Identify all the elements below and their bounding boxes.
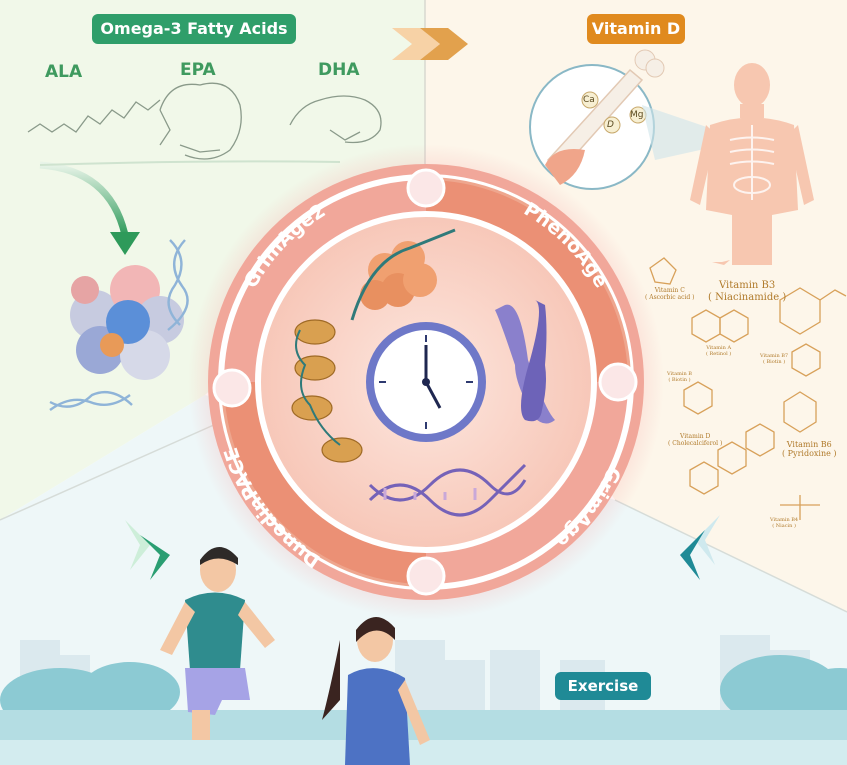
ala-molecule-structure <box>27 99 161 133</box>
vitamin-d-chem-label: Vitamin D( Cholecalciferol ) <box>668 433 723 447</box>
vitamin-b3-label: Vitamin B3( Niacinamide ) <box>708 280 787 303</box>
ala-label: ALA <box>45 62 83 82</box>
chromatin-icon <box>350 228 456 321</box>
clock-icon <box>366 322 486 442</box>
omega-dna-helix-icon <box>49 239 189 411</box>
omega-arrowhead-icon <box>110 232 140 255</box>
exercise-title-badge: Exercise <box>555 672 651 700</box>
omega-quadrant <box>0 0 425 520</box>
male-runner-icon <box>160 546 275 740</box>
dha-molecule-structure <box>289 95 382 144</box>
dha-label: DHA <box>318 60 360 80</box>
vitamin-b-label: Vitamin B( Biotin ) <box>667 371 692 383</box>
omega-title-badge: Omega-3 Fatty Acids <box>92 14 296 44</box>
vitamin-b4-label: Vitamin B4( Niacin ) <box>770 517 799 529</box>
epa-label: EPA <box>180 60 216 80</box>
magnesium-label: Mg <box>630 110 644 120</box>
epa-molecule-structure <box>159 82 242 160</box>
exercise-chevron-right-icon <box>680 515 720 580</box>
female-runner-icon <box>322 616 430 765</box>
calcium-label: Ca <box>583 95 595 105</box>
chromosome-icon <box>495 300 555 424</box>
vitamin-d-molecule-label: D <box>607 120 614 130</box>
vitamin-b6-label: Vitamin B6( Pyridoxine ) <box>782 440 837 459</box>
dna-helix-icon <box>368 463 527 517</box>
vitamin-a-label: Vitamin A( Retinol ) <box>706 345 732 357</box>
top-chevron-icon <box>392 28 468 60</box>
nucleosome-stack-icon <box>291 319 363 463</box>
exercise-chevron-left-icon <box>125 520 170 580</box>
cell-cluster-icon <box>70 265 184 380</box>
vitamin-molecules <box>649 257 847 520</box>
omega-flow-arrow <box>39 161 129 236</box>
vitamin-c-label: Vitamin C( Ascorbic acid ) <box>645 287 695 301</box>
vitamin-d-title-badge: Vitamin D <box>587 14 685 44</box>
vitamin-b7-label: Vitamin B7( Biotin ) <box>760 353 789 365</box>
